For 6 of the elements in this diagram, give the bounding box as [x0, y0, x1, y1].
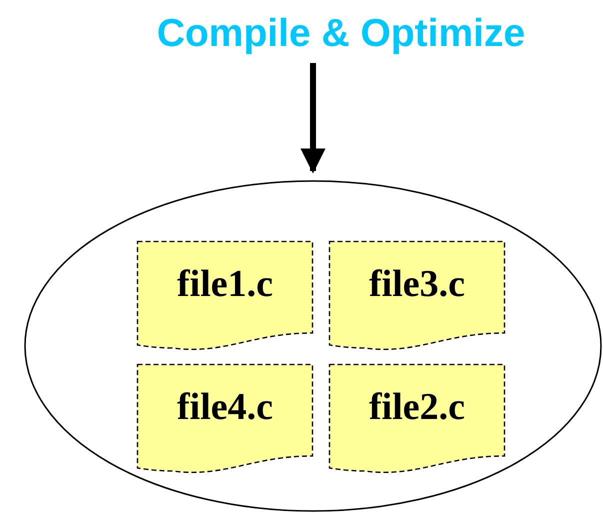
- file-name: file3.c: [368, 265, 465, 303]
- file-name: file1.c: [176, 265, 273, 303]
- heading-text: Compile & Optimize: [156, 14, 526, 53]
- arrow: [300, 63, 326, 174]
- file-name: file2.c: [368, 388, 465, 426]
- file-name: file4.c: [176, 388, 273, 426]
